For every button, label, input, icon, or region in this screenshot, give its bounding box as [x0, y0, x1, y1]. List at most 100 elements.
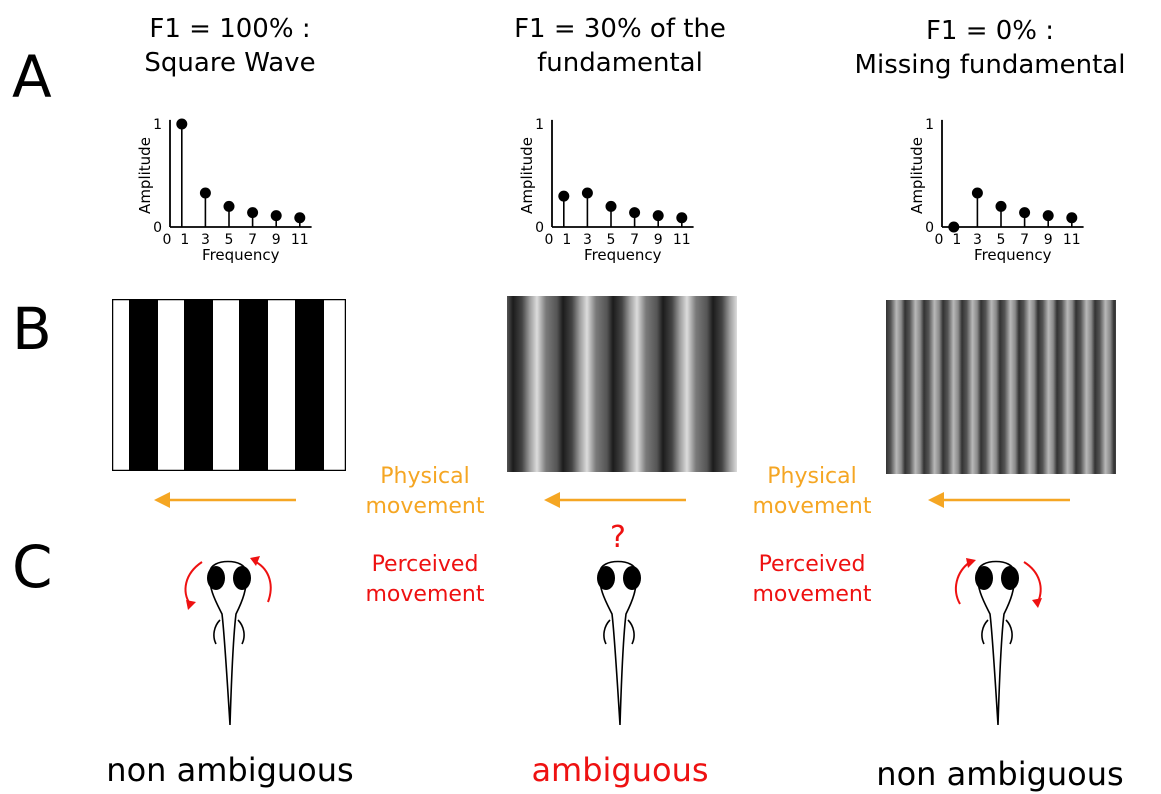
physical-movement-label-1-line1: Physical — [380, 464, 470, 489]
physical-movement-label-2-line1: Physical — [767, 464, 857, 489]
stem-marker — [176, 118, 188, 130]
eye-rotation-arrow-left-icon — [184, 561, 203, 605]
question-mark: ? — [610, 520, 626, 555]
y-tick-label: 1 — [925, 117, 934, 133]
x-tick-label: 11 — [673, 232, 691, 248]
physical-movement-arrow-3 — [928, 492, 1070, 508]
x-tick-label: 0 — [545, 232, 554, 248]
square-wave-grating — [112, 299, 346, 471]
physical-movement-label-1-line2: movement — [365, 494, 485, 519]
f1-30-percent-grating — [507, 296, 737, 472]
verdict-1: non ambiguous — [106, 751, 354, 789]
x-tick-label: 9 — [654, 232, 663, 248]
physical-movement-label-2: Physical movement — [737, 462, 887, 522]
perceived-movement-label-2: Perceived movement — [737, 550, 887, 610]
perceived-movement-label-1: Perceived movement — [350, 550, 500, 610]
stem-marker — [294, 212, 306, 224]
x-tick-label: 11 — [291, 232, 309, 248]
physical-movement-arrow-1 — [154, 492, 296, 508]
column-title-1: F1 = 100% : Square Wave — [90, 12, 370, 80]
verdict-2: ambiguous — [531, 751, 709, 789]
right-eye-icon — [1001, 566, 1019, 590]
y-tick-label: 1 — [153, 117, 162, 133]
physical-movement-arrow-2 — [544, 492, 686, 508]
column-title-1-line1: F1 = 100% : — [149, 14, 311, 44]
panel-letter-a: A — [12, 43, 52, 111]
x-tick-label: 11 — [1063, 232, 1081, 248]
right-eye-icon — [623, 566, 641, 590]
eye-rotation-arrow-right-icon — [255, 561, 272, 603]
x-tick-label: 1 — [952, 232, 961, 248]
x-tick-label: 7 — [630, 232, 639, 248]
verdict-3: non ambiguous — [876, 755, 1124, 793]
column-title-2: F1 = 30% of the fundamental — [470, 12, 770, 80]
physical-movement-label-2-line2: movement — [752, 494, 872, 519]
x-tick-label: 5 — [997, 232, 1006, 248]
y-tick-label: 0 — [925, 220, 934, 236]
stem-marker — [247, 207, 259, 219]
larva-missing-fundamental — [954, 558, 1042, 726]
x-tick-label: 3 — [973, 232, 982, 248]
panel-letter-c: C — [12, 533, 53, 601]
stem-marker — [948, 221, 960, 233]
stem-marker — [270, 210, 282, 222]
stem-marker — [995, 200, 1007, 212]
left-eye-icon — [975, 566, 993, 590]
perceived-movement-label-2-line2: movement — [752, 582, 872, 607]
x-tick-label: 9 — [1044, 232, 1053, 248]
y-tick-label: 1 — [535, 117, 544, 133]
perceived-movement-label-1-line2: movement — [365, 582, 485, 607]
stem-marker — [652, 210, 664, 222]
x-axis-label: Frequency — [584, 246, 662, 264]
column-title-3-line1: F1 = 0% : — [925, 16, 1055, 46]
perceived-movement-label-2-line1: Perceived — [758, 552, 866, 577]
larva-square-wave — [184, 556, 272, 726]
stem-marker — [581, 187, 593, 199]
x-tick-label: 5 — [607, 232, 616, 248]
x-tick-label: 3 — [201, 232, 210, 248]
stem-marker — [558, 190, 570, 202]
y-axis-label: Amplitude — [518, 137, 536, 214]
stem-marker — [1066, 212, 1078, 224]
x-tick-label: 9 — [272, 232, 281, 248]
y-axis-label: Amplitude — [908, 137, 926, 214]
column-title-3-line2: Missing fundamental — [854, 50, 1126, 80]
eye-rotation-arrow-right-icon — [1023, 561, 1042, 603]
perceived-movement-label-1-line1: Perceived — [371, 552, 479, 577]
right-eye-icon — [233, 566, 251, 590]
missing-fundamental-grating — [886, 300, 1116, 474]
x-axis-label: Frequency — [974, 246, 1052, 264]
stem-marker — [1042, 210, 1054, 222]
stem-marker — [1019, 207, 1031, 219]
stem-marker — [676, 212, 688, 224]
x-tick-label: 5 — [225, 232, 234, 248]
y-tick-label: 0 — [535, 220, 544, 236]
x-tick-label: 7 — [248, 232, 257, 248]
x-tick-label: 1 — [180, 232, 189, 248]
stem-marker — [199, 187, 211, 199]
x-axis-label: Frequency — [202, 246, 280, 264]
stem-marker — [223, 200, 235, 212]
x-tick-label: 0 — [935, 232, 944, 248]
column-title-2-line1: F1 = 30% of the — [514, 14, 726, 44]
x-tick-label: 0 — [163, 232, 172, 248]
column-title-2-line2: fundamental — [537, 48, 703, 78]
physical-movement-label-1: Physical movement — [350, 462, 500, 522]
larva-ambiguous — [597, 560, 641, 726]
column-title-1-line2: Square Wave — [144, 48, 316, 78]
x-tick-label: 7 — [1020, 232, 1029, 248]
y-axis-label: Amplitude — [136, 137, 154, 214]
y-tick-label: 0 — [153, 220, 162, 236]
stem-marker — [971, 187, 983, 199]
left-eye-icon — [207, 566, 225, 590]
panel-letter-b: B — [12, 295, 52, 363]
x-tick-label: 3 — [583, 232, 592, 248]
stem-marker — [605, 200, 617, 212]
left-eye-icon — [597, 566, 615, 590]
x-tick-label: 1 — [562, 232, 571, 248]
eye-rotation-arrow-left-icon — [954, 561, 971, 605]
column-title-3: F1 = 0% : Missing fundamental — [830, 14, 1150, 82]
